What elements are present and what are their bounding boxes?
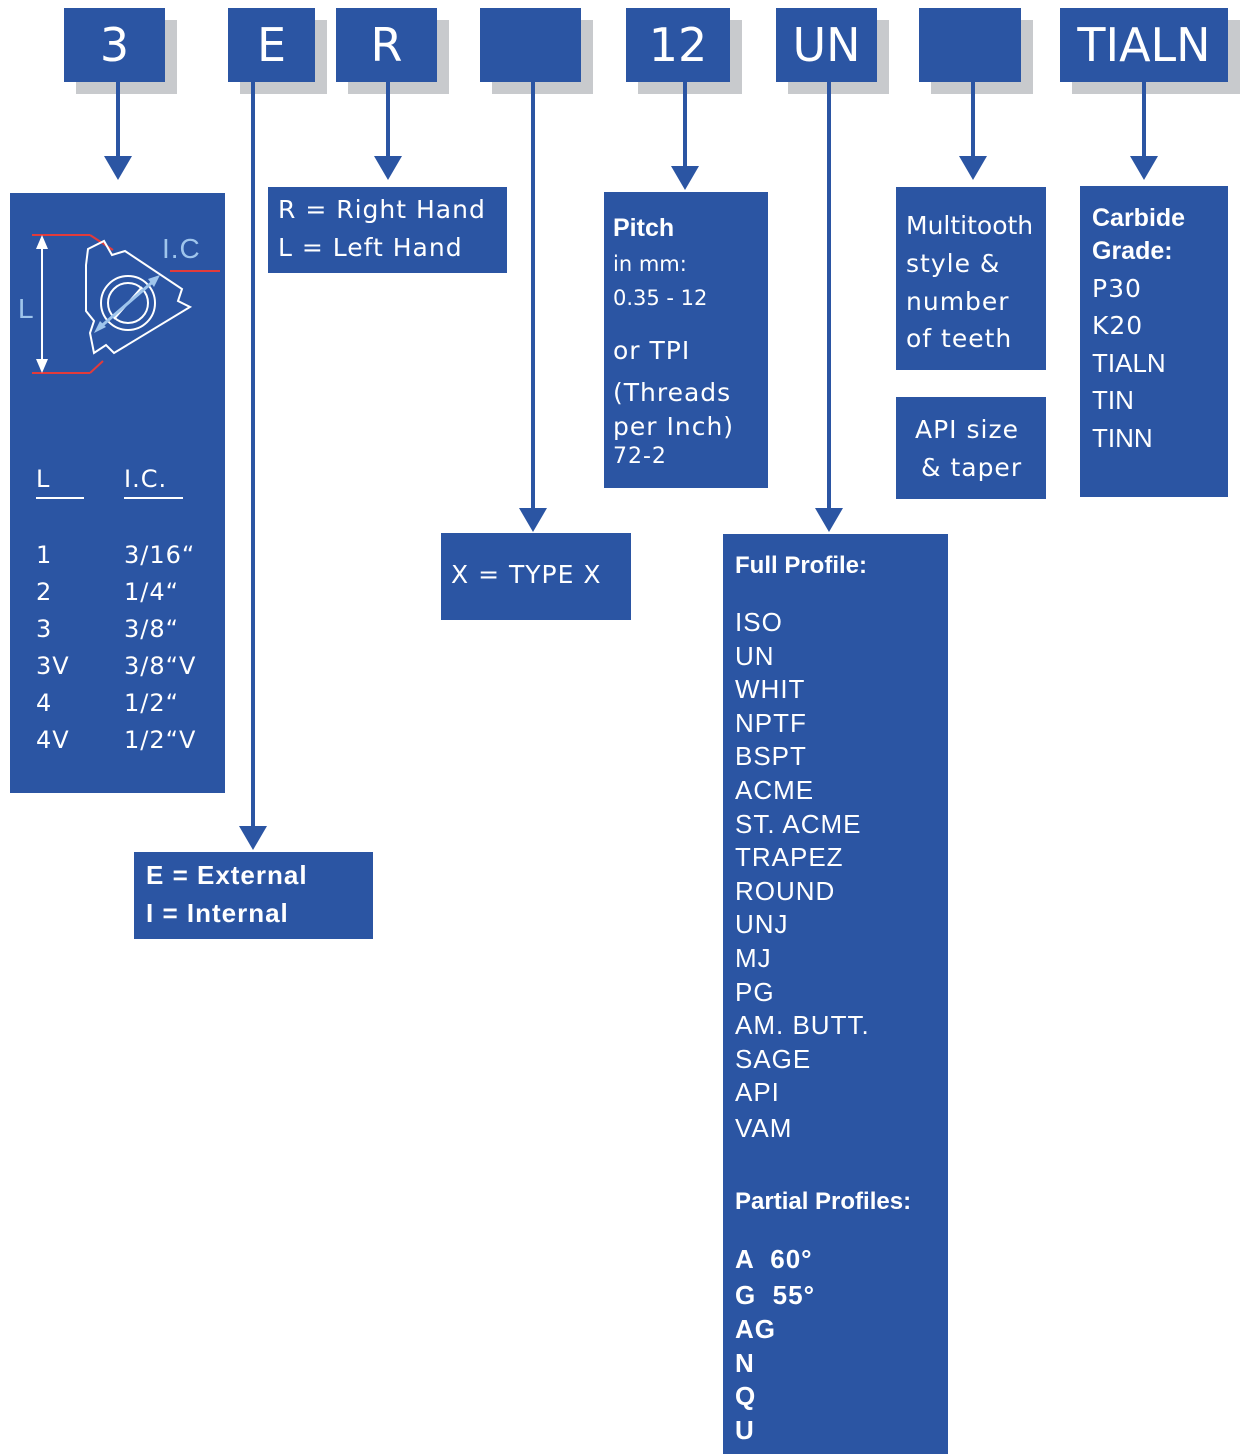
code-box-grade: TIALN [1060,8,1228,82]
code-profile: UN [792,18,861,72]
code-box-size: 3 [64,8,165,82]
pitch-title: Pitch [613,214,675,242]
profile-item: VAM [735,1113,793,1143]
connector-ext-int [251,82,255,830]
profile-item: SAGE [735,1044,812,1074]
profile-item: TRAPEZ [735,842,844,872]
partial-profile-item: N [735,1348,755,1378]
connector-profile [827,82,831,512]
code-pitch: 12 [648,18,708,72]
arrow-grade [1130,156,1158,180]
partial-profile-item: G 55° [735,1280,815,1310]
profile-panel: Full Profile: ISO UN WHIT NPTF BSPT ACME… [723,534,948,1454]
hand-left: L = Left Hand [278,233,463,262]
profile-item: WHIT [735,674,806,704]
code-box-multitooth [919,8,1021,82]
code-box-profile: UN [776,8,877,82]
code-size: 3 [99,18,130,72]
pitch-threads: (Threads [613,378,732,407]
partial-profile-item: Q [735,1381,757,1411]
connector-size [116,82,120,160]
multitooth-panel: Multitooth style & number of teeth [896,187,1046,370]
api-panel: API size & taper [896,397,1046,499]
size-table-header-l: L [36,465,85,499]
carbide-grade: TIN [1092,385,1134,415]
diagram-l-label: L [18,293,35,324]
api-line: & taper [921,453,1023,482]
multitooth-line: Multitooth [906,211,1034,240]
profile-item: AM. BUTT. [735,1010,870,1040]
profile-item: ST. ACME [735,809,862,839]
carbide-grade: K20 [1092,311,1144,340]
code-box-hand: R [336,8,437,82]
profile-item: ROUND [735,876,836,906]
arrow-ext-int [239,826,267,850]
type-panel: X = TYPE X [441,533,631,620]
type-x: X = TYPE X [451,560,602,589]
pitch-or-tpi: or TPI [613,336,691,365]
profile-item: ISO [735,607,783,637]
profile-item: UNJ [735,909,789,939]
hand-right: R = Right Hand [278,195,486,224]
connector-grade [1142,82,1146,160]
partial-profile-item: A 60° [735,1244,813,1274]
profile-item: API [735,1077,780,1107]
carbide-panel: Carbide Grade: P30 K20 TIALN TIN TINN [1080,186,1228,497]
profile-item: PG [735,977,775,1007]
multitooth-line: number [906,287,1010,316]
connector-hand [386,82,390,160]
profile-item: BSPT [735,741,807,771]
pitch-range: 0.35 - 12 [613,286,708,310]
insert-diagram [32,234,220,374]
carbide-grade: TINN [1092,423,1153,453]
code-grade: TIALN [1077,18,1211,72]
code-box-ext-int: E [228,8,315,82]
code-box-type [480,8,581,82]
profile-item: ACME [735,775,815,805]
size-table-header-ic: I.C. [124,465,184,499]
partial-profile-item: U [735,1415,755,1445]
hand-panel: R = Right Hand L = Left Hand [268,187,507,273]
arrow-profile [815,508,843,532]
code-hand: R [370,18,403,72]
profile-item: UN [735,641,775,671]
ext-int-panel: E = External I = Internal [134,852,373,939]
multitooth-line: of teeth [906,324,1013,353]
carbide-grade: P30 [1092,274,1142,303]
partial-profile-item: AG [735,1314,776,1344]
arrow-type [519,508,547,532]
api-line: API size [915,415,1019,444]
pitch-unit: in mm: [613,252,687,276]
pitch-panel: Pitch in mm: 0.35 - 12 or TPI (Threads p… [604,192,768,488]
carbide-title: Grade: [1092,237,1173,265]
arrow-multitooth [959,156,987,180]
profile-item: NPTF [735,708,807,738]
carbide-title: Carbide [1092,204,1186,232]
connector-pitch [683,82,687,170]
arrow-hand [374,156,402,180]
ext-int-external: E = External [146,860,308,890]
code-ext-int: E [256,18,287,72]
pitch-tpi-range: 72-2 [613,444,667,469]
pitch-per-inch: per Inch) [613,412,735,441]
ext-int-internal: I = Internal [146,898,289,928]
diagram-ic-label: I.C [162,233,201,264]
arrow-size [104,156,132,180]
full-profile-title: Full Profile: [735,552,867,579]
connector-type [531,82,535,512]
arrow-pitch [671,166,699,190]
carbide-grade: TIALN [1092,348,1166,378]
connector-multitooth [971,82,975,160]
code-box-pitch: 12 [626,8,730,82]
partial-profile-title: Partial Profiles: [735,1188,912,1215]
multitooth-line: style & [906,249,1001,278]
profile-item: MJ [735,943,772,973]
